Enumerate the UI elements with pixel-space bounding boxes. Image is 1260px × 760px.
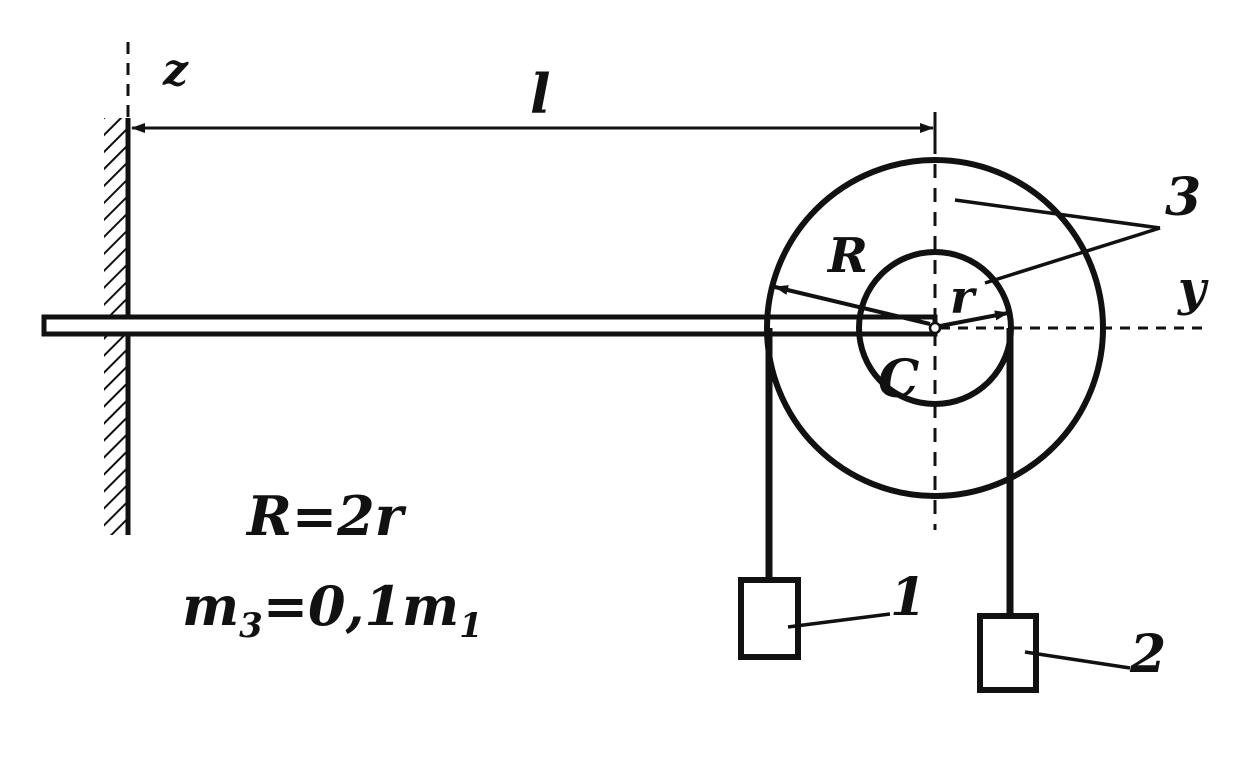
given-radius-ratio: R=2r [245, 484, 407, 548]
given-mass-sub3: 3 [239, 606, 263, 646]
length-label: l [530, 62, 551, 126]
center-point [928, 321, 942, 335]
radius-r-arrow [939, 310, 1009, 328]
leader-3-outer [954, 198, 1161, 230]
body-1-label: 1 [890, 567, 926, 628]
center-label: C [878, 349, 919, 410]
leader-1 [787, 612, 891, 629]
radius-r-label: r [950, 270, 978, 324]
z-axis-label: z [162, 45, 189, 96]
length-dimension [131, 112, 937, 145]
load-1 [738, 577, 801, 660]
radius-R-arrow [774, 285, 931, 326]
given-mass-eq: =0,1m [263, 574, 459, 638]
given-mass-m: m [182, 574, 239, 638]
radius-R-label: R [826, 228, 868, 284]
body-3-label: 3 [1165, 167, 1201, 228]
given-mass-sub1: 1 [459, 606, 483, 646]
y-axis-label: y [1177, 261, 1209, 317]
horizontal-rod [41, 314, 938, 337]
body-2-label: 2 [1129, 624, 1166, 685]
given-mass-ratio: m3=0,1m1 [182, 574, 483, 646]
leader-3-inner [984, 226, 1161, 285]
leader-2 [1024, 650, 1131, 670]
